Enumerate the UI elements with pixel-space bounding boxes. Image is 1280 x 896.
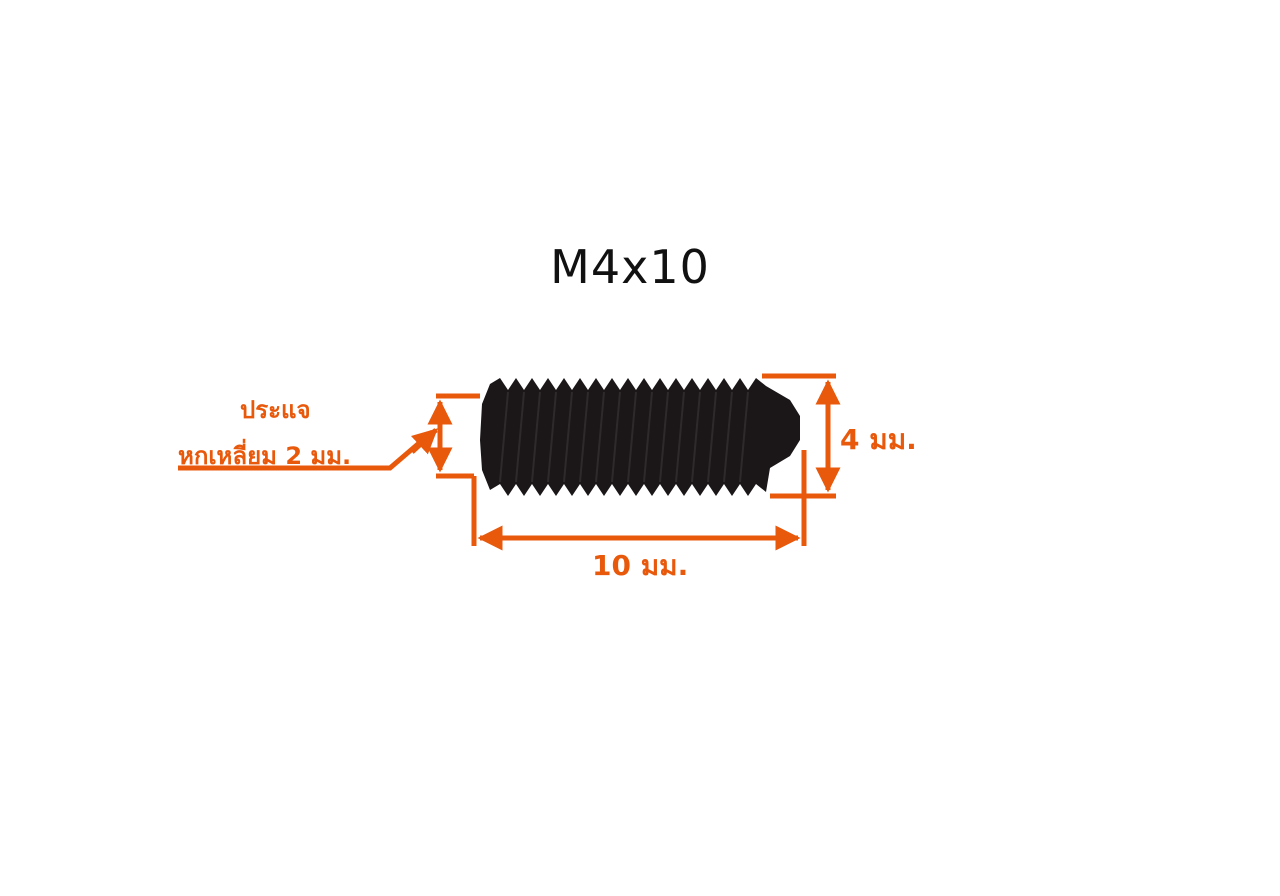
length-label: 10 มม. [592,549,689,582]
dimension-lines [178,373,841,551]
wrench-label-line1: ประแจ [240,396,311,424]
screw-body [480,378,800,496]
diameter-label: 4 มม. [840,423,917,456]
thread-lines [499,391,749,483]
set-screw-icon [480,378,800,496]
wrench-leader-arrow [410,428,438,455]
screw-size-title: M4x10 [550,240,710,294]
wrench-label-line2: หกเหลี่ยม 2 มม. [178,442,352,470]
